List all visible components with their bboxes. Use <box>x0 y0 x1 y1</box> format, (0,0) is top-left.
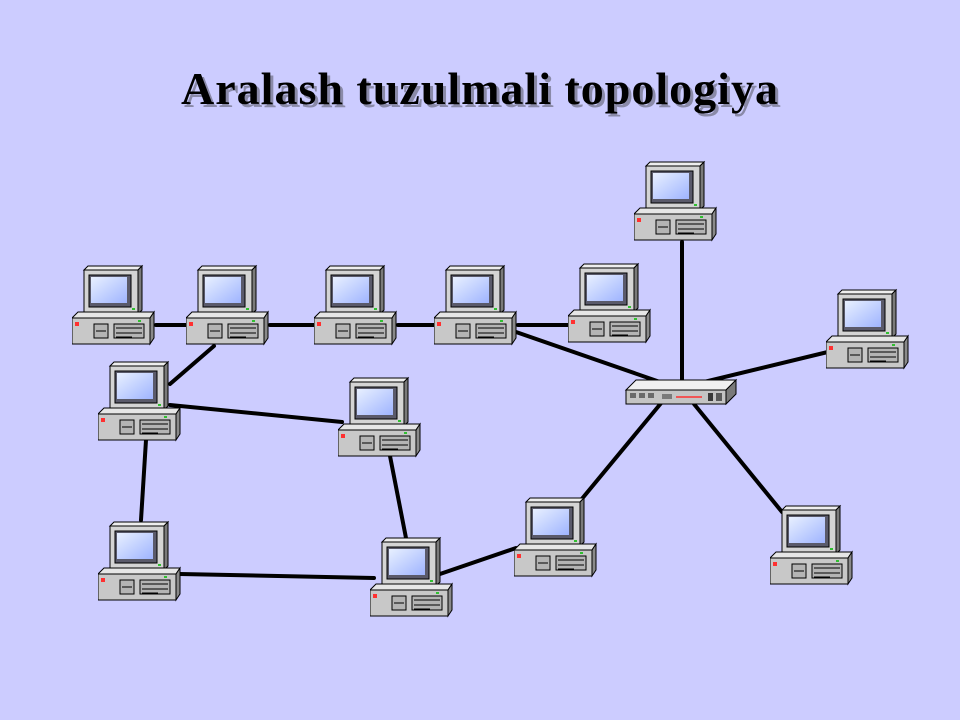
link-pc-ring-upper-left-to-pc-ring-upper-right <box>168 403 344 424</box>
pc-ring-upper-right-computer-icon <box>338 377 421 457</box>
link-hub-to-pc-star-bottom-right <box>692 402 784 514</box>
link-pc-ring-lower-left-to-pc-ring-lower-right <box>178 572 376 580</box>
pc-star-bottom-right-computer-icon <box>770 505 853 585</box>
link-pc-ring-upper-right-to-pc-ring-lower-right <box>388 454 408 540</box>
link-pc-star-right-to-hub <box>702 348 838 384</box>
pc-ring-upper-left-computer-icon <box>98 361 181 441</box>
pc-ring-lower-right-computer-icon <box>370 537 453 617</box>
pc-top-5-computer-icon <box>568 263 651 343</box>
link-pc-ring-lower-right-to-pc-star-bottom-center <box>438 546 518 576</box>
pc-star-top-computer-icon <box>634 161 717 241</box>
link-pc-top-5-to-hub <box>514 330 662 384</box>
link-pc-ring-upper-left-to-pc-ring-lower-left <box>139 438 148 522</box>
links-layer <box>139 240 838 580</box>
pc-top-4-computer-icon <box>434 265 517 345</box>
pc-top-2-computer-icon <box>186 265 269 345</box>
slide-title: Aralash tuzulmali topologiya <box>181 63 779 114</box>
pc-top-1-computer-icon <box>72 265 155 345</box>
pc-top-3-computer-icon <box>314 265 397 345</box>
hub-switch-icon <box>624 378 738 406</box>
pc-ring-lower-left-computer-icon <box>98 521 181 601</box>
pc-star-right-computer-icon <box>826 289 909 369</box>
pc-star-bottom-center-computer-icon <box>514 497 597 577</box>
link-hub-to-pc-star-bottom-center <box>574 400 664 508</box>
link-pc-top-2-to-pc-ring-upper-left <box>168 344 216 386</box>
nodes-layer <box>72 161 909 617</box>
